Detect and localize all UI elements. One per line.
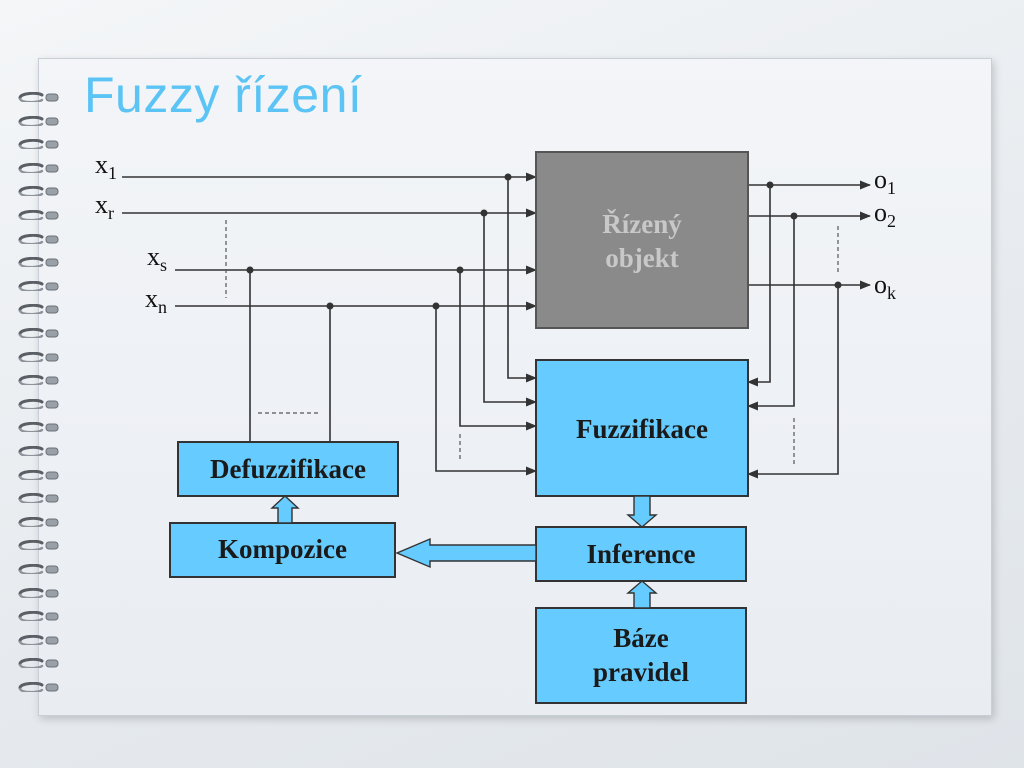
tap-xs-fuzzification bbox=[459, 270, 538, 431]
binding-ring bbox=[18, 682, 59, 692]
fuzzification-block bbox=[535, 359, 749, 497]
junction-dot bbox=[834, 281, 842, 289]
binding-ring bbox=[18, 493, 59, 504]
input-label-x1: x1 bbox=[95, 150, 117, 183]
input-label-xr: xr bbox=[95, 190, 114, 223]
tap-x1-fuzzification bbox=[507, 177, 538, 383]
binding-ring bbox=[18, 658, 59, 669]
inference-label: Inference bbox=[586, 539, 696, 570]
tap-xn-fuzzification bbox=[435, 306, 538, 476]
feedback-ok bbox=[746, 285, 839, 479]
output-label-o2: o2 bbox=[874, 198, 896, 231]
plant-label: Řízený objekt bbox=[602, 209, 682, 273]
binding-ring bbox=[18, 210, 59, 220]
binding-ring bbox=[18, 351, 59, 362]
junction-dot bbox=[432, 302, 440, 310]
binding-ring bbox=[18, 139, 59, 150]
output-label-o1: o1 bbox=[874, 165, 896, 198]
composition-label: Kompozice bbox=[218, 534, 347, 565]
defuzzification-label: Defuzzifikace bbox=[210, 454, 366, 485]
binding-ring bbox=[18, 469, 59, 480]
binding-ring bbox=[18, 446, 59, 456]
junction-dot bbox=[246, 266, 254, 274]
junction-dot bbox=[456, 266, 464, 274]
composition-block bbox=[169, 522, 396, 578]
binding-ring bbox=[18, 611, 59, 622]
tap-xr-fuzzification bbox=[483, 213, 538, 407]
binding-ring bbox=[18, 280, 59, 291]
fuzzification-to-inference-arrow bbox=[626, 495, 658, 528]
input-label-xn: xn bbox=[145, 284, 167, 317]
binding-ring bbox=[18, 257, 59, 268]
feedback-o2 bbox=[746, 216, 795, 411]
slide-title: Fuzzy řízení bbox=[84, 67, 363, 123]
binding-ring bbox=[18, 162, 59, 173]
binding-ring bbox=[18, 186, 59, 197]
feedback-o1 bbox=[746, 185, 771, 387]
output-label-ok: ok bbox=[874, 270, 896, 303]
binding-ring bbox=[18, 115, 59, 126]
rule-base-block bbox=[535, 607, 747, 704]
binding-ring bbox=[18, 540, 59, 551]
binding-ring bbox=[18, 92, 59, 102]
junction-dot bbox=[766, 181, 774, 189]
slide-paper bbox=[38, 58, 992, 716]
binding-ring bbox=[18, 564, 59, 574]
plant-block bbox=[535, 151, 749, 329]
binding-ring bbox=[18, 233, 59, 244]
junction-dot bbox=[480, 209, 488, 217]
input-label-xs: xs bbox=[147, 242, 168, 275]
junction-dot bbox=[790, 212, 798, 220]
binding-ring bbox=[18, 516, 59, 527]
binding-ring bbox=[18, 328, 59, 338]
rule-base-to-inference-arrow bbox=[626, 580, 658, 609]
rule-base-label: Báze pravidel bbox=[592, 623, 689, 687]
junction-dot bbox=[326, 302, 334, 310]
inference-to-composition-arrow bbox=[395, 537, 537, 569]
fuzzification-label: Fuzzifikace bbox=[576, 414, 708, 445]
binding-ring bbox=[18, 634, 59, 645]
binding-ring bbox=[18, 422, 59, 433]
composition-to-defuzzification-arrow bbox=[270, 495, 300, 524]
binding-ring bbox=[18, 587, 59, 598]
binding-ring bbox=[18, 375, 59, 386]
binding-ring bbox=[18, 398, 59, 409]
defuzzification-block bbox=[177, 441, 399, 497]
junction-dot bbox=[504, 173, 512, 181]
binding-ring bbox=[18, 304, 59, 315]
